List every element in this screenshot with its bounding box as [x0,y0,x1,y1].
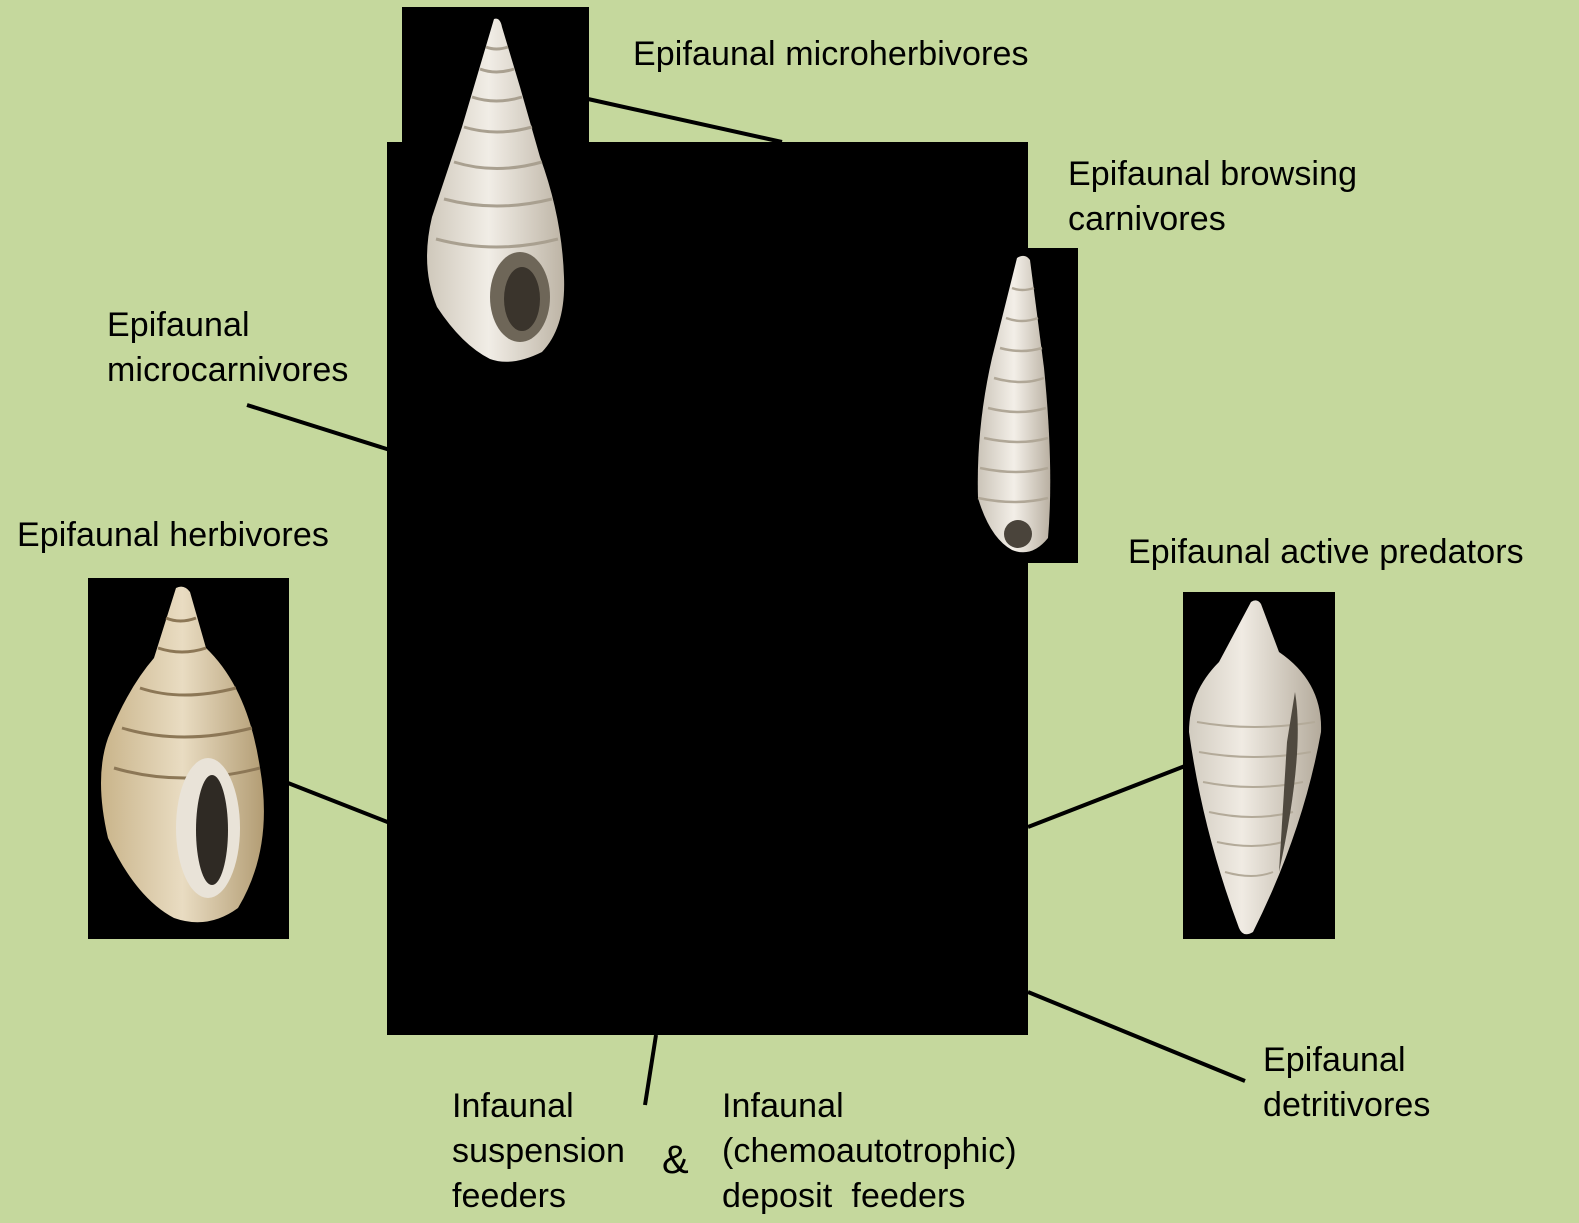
shell-photo-microherbivore [402,7,589,367]
label-epifaunal-detritivores: Epifaunal detritivores [1263,1038,1430,1128]
label-epifaunal-browsing-carnivores: Epifaunal browsing carnivores [1068,152,1357,242]
connector-detritivores [1028,992,1245,1081]
shell-photo-herbivore [88,578,289,939]
label-infaunal-deposit-feeders: Infaunal (chemoautotrophic) deposit feed… [722,1084,1017,1219]
connector-microherbivores [588,99,782,142]
connector-herbivores [288,783,390,823]
connector-microcarnivores [247,405,390,450]
turreted-shell-icon [402,7,589,367]
label-epifaunal-active-predators: Epifaunal active predators [1128,530,1524,575]
label-epifaunal-herbivores: Epifaunal herbivores [17,513,329,558]
ribbed-shell-icon [88,578,289,939]
ampersand: & [662,1138,689,1183]
label-epifaunal-microherbivores: Epifaunal microherbivores [633,32,1029,77]
connector-active-predators [1028,766,1185,827]
shell-photo-active-predator [1183,592,1335,939]
shell-photo-browsing-carnivore [972,248,1078,563]
slender-shell-icon [972,248,1078,563]
connector-infaunal [645,1035,656,1105]
cone-shell-icon [1183,592,1335,939]
label-infaunal-suspension-feeders: Infaunal suspension feeders [452,1084,625,1219]
label-epifaunal-microcarnivores: Epifaunal microcarnivores [107,303,348,393]
